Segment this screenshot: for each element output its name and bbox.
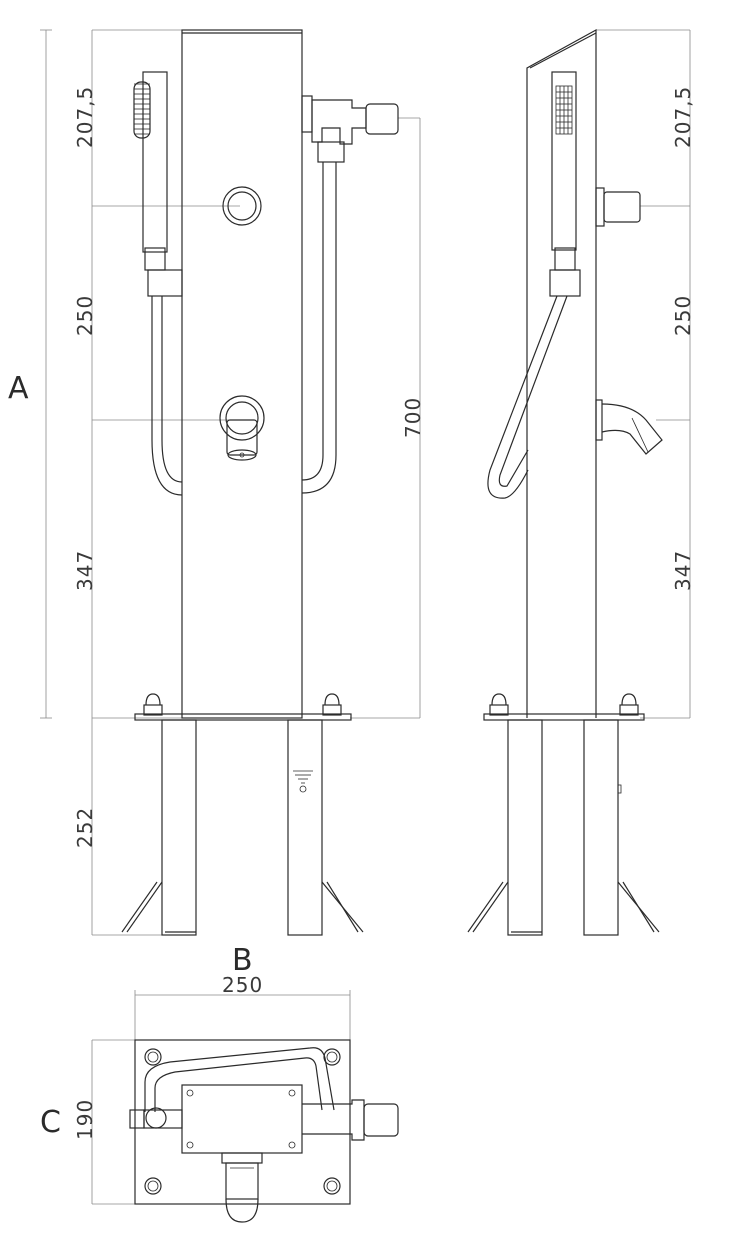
side-dim-middle: 250	[671, 295, 695, 336]
hand-shower	[142, 71, 168, 253]
front-dim-lower: 347	[73, 550, 97, 591]
plan-column-top	[181, 1084, 303, 1154]
view-label-c: C	[40, 1105, 61, 1140]
view-label-b: B	[232, 943, 253, 978]
front-dim-overall: 700	[401, 397, 425, 438]
shower-holder	[147, 269, 183, 297]
side-dim-top: 207,5	[671, 86, 695, 148]
inlet-connector	[365, 103, 399, 135]
side-dim-lower: 347	[671, 550, 695, 591]
side-column-body	[526, 28, 597, 718]
front-dim-top: 207,5	[73, 86, 97, 148]
plan-view	[91, 990, 399, 1223]
column-body	[181, 29, 303, 719]
side-knob	[603, 191, 641, 223]
plan-base-plate	[134, 1039, 351, 1205]
bolt-left	[143, 693, 163, 716]
ground-post-right	[287, 719, 323, 936]
side-spout	[601, 403, 663, 455]
ground-symbol	[293, 770, 313, 793]
plan-dim-depth: 190	[73, 1099, 97, 1140]
side-shower-holder	[549, 269, 581, 297]
mixer-tap	[219, 395, 265, 441]
front-view	[40, 29, 421, 936]
bolt-right	[322, 693, 342, 716]
side-view	[467, 28, 691, 936]
side-hand-shower	[551, 71, 577, 251]
plan-dim-width: 250	[222, 973, 263, 997]
base-plate	[134, 713, 352, 721]
upper-knob	[222, 186, 262, 226]
view-label-a: A	[8, 371, 29, 406]
front-dim-ground: 252	[73, 807, 97, 848]
ground-post-left	[161, 719, 197, 936]
front-dim-middle: 250	[73, 295, 97, 336]
